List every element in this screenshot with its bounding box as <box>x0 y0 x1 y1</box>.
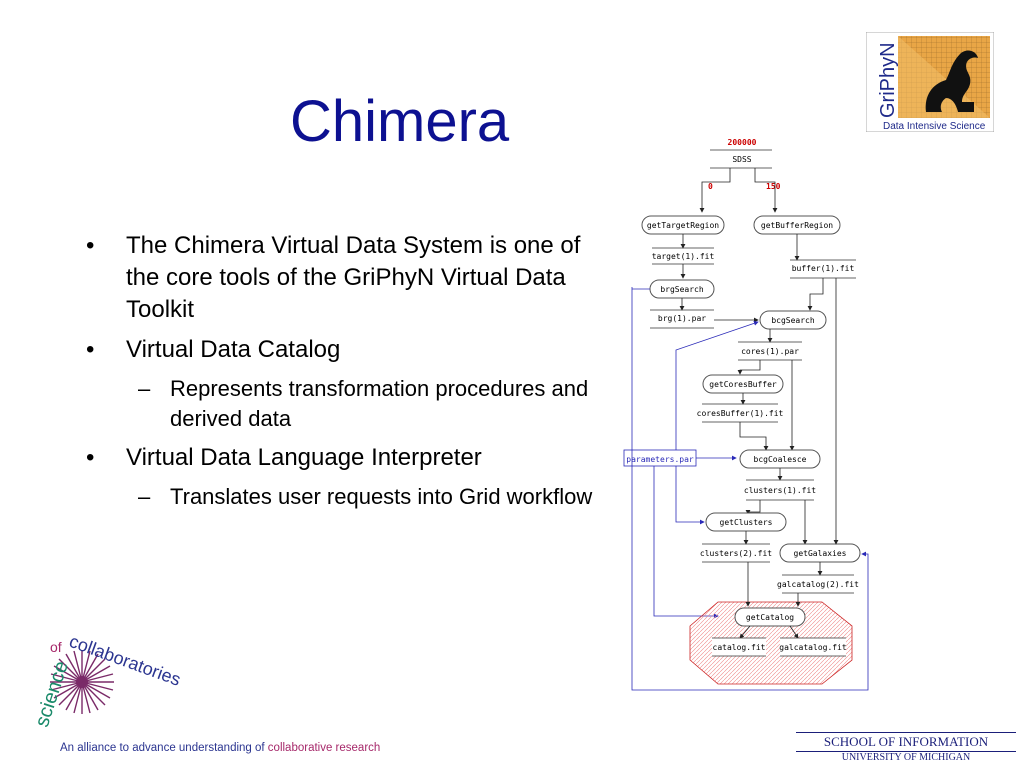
bullet-text: Virtual Data Language Interpreter <box>126 444 482 471</box>
school-name: SCHOOL OF INFORMATION <box>796 732 1016 752</box>
bullet-glyph: • <box>86 336 95 363</box>
node-label: getCatalog <box>746 613 794 622</box>
file-parameters: parameters.par <box>626 455 694 464</box>
node-label: getGalaxies <box>794 549 847 558</box>
sphinx-icon <box>925 50 978 112</box>
source-value: 200000 <box>728 138 757 147</box>
range-left: 0 <box>708 182 713 191</box>
bullet-text: Virtual Data Catalog <box>126 336 341 363</box>
file-catalog: catalog.fit <box>713 643 766 652</box>
griphyn-name: GriPhyN <box>877 42 899 118</box>
file-galcatalog2: galcatalog(2).fit <box>777 580 859 589</box>
node-label: bcgCoalesce <box>754 455 807 464</box>
node-bcgSearch <box>759 310 827 330</box>
sub-bullet-text: Translates user requests into Grid workf… <box>170 484 593 509</box>
file-brg: brg(1).par <box>658 314 706 323</box>
bullet-item: • The Chimera Virtual Data System is one… <box>82 230 602 326</box>
school-footer: SCHOOL OF INFORMATION UNIVERSITY OF MICH… <box>796 732 1016 763</box>
bullet-glyph: • <box>86 232 95 259</box>
dash-glyph: – <box>138 484 151 509</box>
node-getCatalog <box>734 607 806 627</box>
node-label: getCoresBuffer <box>709 380 777 389</box>
logo-of: of <box>50 639 62 655</box>
bullet-item: • Virtual Data Catalog <box>82 334 602 366</box>
collab-tagline: An alliance to advance understanding of … <box>60 742 380 754</box>
dash-glyph: – <box>138 376 151 401</box>
griphyn-logo: GriPhyN Data Intensive Science <box>866 32 994 132</box>
sub-bullet-item: – Represents transformation procedures a… <box>82 374 602 434</box>
file-galcatalog: galcatalog.fit <box>779 643 847 652</box>
bullet-item: • Virtual Data Language Interpreter <box>82 442 602 474</box>
starburst-icon <box>50 650 114 714</box>
sub-bullet-item: – Translates user requests into Grid wor… <box>82 482 602 512</box>
bullet-glyph: • <box>86 444 95 471</box>
collaboratories-logo: science of collaboratories <box>31 631 180 730</box>
bullet-list: • The Chimera Virtual Data System is one… <box>82 230 602 520</box>
node-label: getBufferRegion <box>761 221 833 230</box>
file-target: target(1).fit <box>652 252 715 261</box>
source-name: SDSS <box>732 155 751 164</box>
node-label: getClusters <box>720 518 773 527</box>
file-coresBuffer: coresBuffer(1).fit <box>697 409 784 418</box>
slide-title: Chimera <box>290 89 510 154</box>
bullet-text: The Chimera Virtual Data System is one o… <box>126 232 581 323</box>
file-cores: cores(1).par <box>741 347 799 356</box>
file-buffer: buffer(1).fit <box>792 264 855 273</box>
sub-bullet-text: Represents transformation procedures and… <box>170 376 589 431</box>
workflow-diagram: 200000 SDSS 0 150 getTargetRegion getBuf… <box>623 138 869 691</box>
node-label: getTargetRegion <box>647 221 719 230</box>
file-clusters2: clusters(2).fit <box>700 549 772 558</box>
tagline-highlight: collaborative research <box>267 742 381 754</box>
node-label: bcgSearch <box>771 316 815 325</box>
logo-science: science <box>31 658 73 729</box>
catalog-region <box>689 601 853 685</box>
range-right: 150 <box>766 182 781 191</box>
tagline-prefix: An alliance to advance understanding of <box>60 742 268 754</box>
university-name: UNIVERSITY OF MICHIGAN <box>841 752 971 763</box>
file-clusters1: clusters(1).fit <box>744 486 816 495</box>
griphyn-caption: Data Intensive Science <box>883 121 986 132</box>
node-label: brgSearch <box>660 285 704 294</box>
